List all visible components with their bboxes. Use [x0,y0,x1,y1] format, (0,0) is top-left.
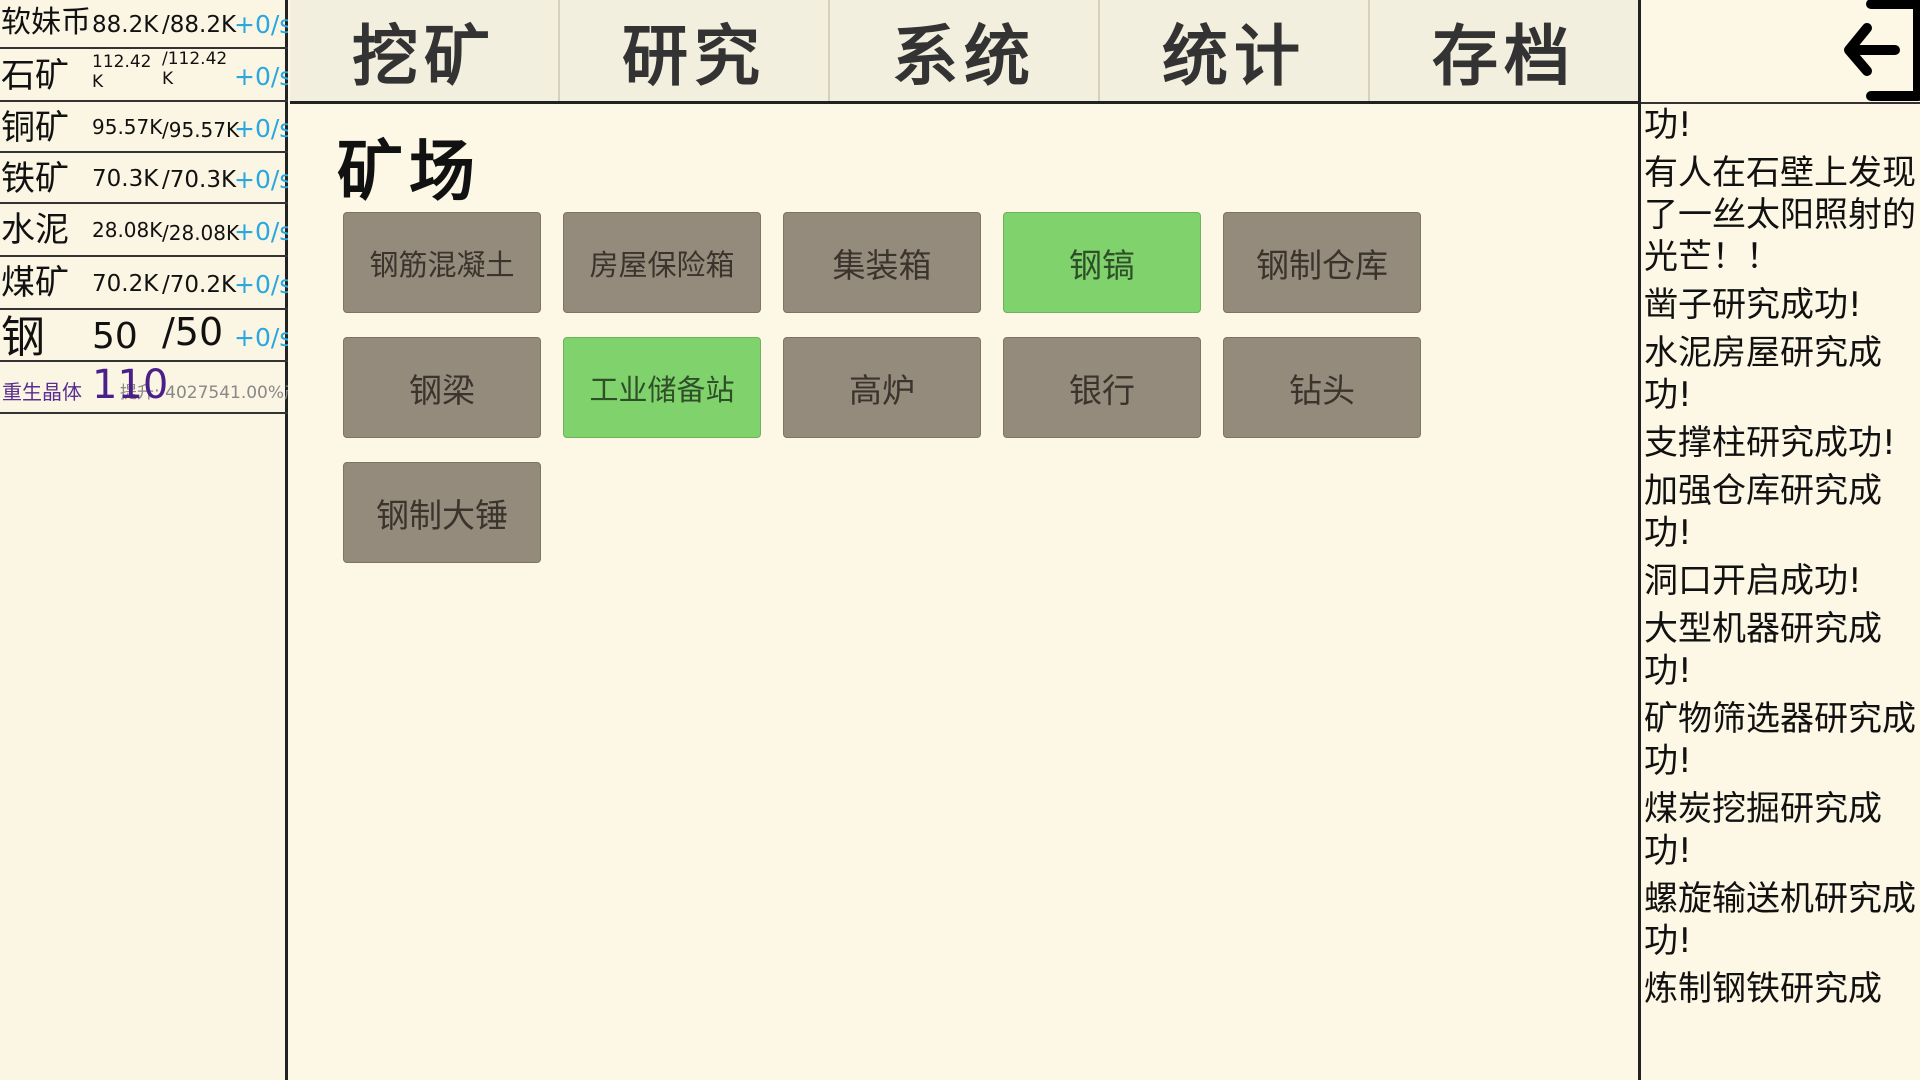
resource-current: 28.08K [92,218,163,242]
building-button[interactable]: 银行 [1003,337,1201,438]
exit-arrow-icon [1844,0,1920,101]
tab-mining[interactable]: 挖矿 [290,0,560,101]
resource-panel: 软妹币 88.2K /88.2K +0/s 石矿 112.42 K /112.4… [0,0,288,1080]
resource-row: 钢 50 /50 +0/s [0,310,288,362]
resource-max: /50 [162,310,224,354]
message-log: 功! 有人在石壁上发现了一丝太阳照射的光芒！！ 凿子研究成功! 水泥房屋研究成功! 支撑… [1644,104,1920,1016]
tab-research[interactable]: 研究 [560,0,830,101]
resource-rate: +0/s [234,114,288,143]
log-entry: 有人在石壁上发现了一丝太阳照射的光芒！！ [1644,153,1916,277]
resource-rate: +0/s [234,165,288,194]
building-button[interactable]: 钢梁 [343,337,541,438]
resource-max: /70.3K [162,167,237,193]
building-button[interactable]: 钢镐 [1003,212,1201,313]
log-entry: 加强仓库研究成功! [1644,471,1882,553]
log-entry: 大型机器研究成功! [1644,609,1882,691]
log-entry: 螺旋输送机研究成功! [1644,879,1916,961]
building-button[interactable]: 房屋保险箱 [563,212,761,313]
log-entry: 矿物筛选器研究成功! [1644,699,1916,781]
resource-max: /88.2K [162,12,237,38]
resource-current: 50 [92,316,138,357]
log-panel: 功! 有人在石壁上发现了一丝太阳照射的光芒！！ 凿子研究成功! 水泥房屋研究成功! 支撑… [1638,0,1920,1080]
resource-row: 水泥 28.08K /28.08K +0/s [0,204,288,257]
building-button[interactable]: 钢筋混凝土 [343,212,541,313]
resource-row: 煤矿 70.2K /70.2K +0/s [0,257,288,310]
resource-row: 铁矿 70.3K /70.3K +0/s [0,153,288,204]
resource-name: 软妹币 [1,5,91,40]
building-button[interactable]: 工业储备站 [563,337,761,438]
resource-current: 70.2K [92,271,159,297]
resource-name: 水泥 [1,210,69,250]
resource-name: 钢 [1,312,45,362]
log-entry: 支撑柱研究成功! [1644,423,1896,463]
rebirth-row: 重生晶体 提升: 4027541.00%产 110 [0,362,288,414]
resource-row: 软妹币 88.2K /88.2K +0/s [0,0,288,49]
building-button[interactable]: 钻头 [1223,337,1421,438]
tab-stats[interactable]: 统计 [1100,0,1370,101]
log-entry: 功! [1644,105,1692,145]
resource-current: 70.3K [92,166,159,192]
tab-system[interactable]: 系统 [830,0,1100,101]
resource-rate: +0/s [234,270,288,299]
tab-save[interactable]: 存档 [1370,0,1638,101]
resource-current: 88.2K [92,12,159,38]
rebirth-value: 110 [92,362,169,408]
resource-max: /112.42 K [162,49,228,89]
resource-current: 112.42 K [92,52,152,92]
log-entry: 洞口开启成功! [1644,561,1862,601]
resource-row: 石矿 112.42 K /112.42 K +0/s [0,49,288,102]
log-entry: 水泥房屋研究成功! [1644,333,1882,415]
building-button[interactable]: 高炉 [783,337,981,438]
resource-rate: +0/s [234,217,288,246]
building-button[interactable]: 钢制仓库 [1223,212,1421,313]
log-entry: 煤炭挖掘研究成功! [1644,789,1882,871]
resource-rate: +0/s [234,62,288,91]
rebirth-label: 重生晶体 [2,380,82,404]
resource-rate: +0/s [234,323,288,352]
resource-max: /28.08K [162,221,240,245]
resource-name: 煤矿 [1,263,69,303]
resource-max: /95.57K [162,118,240,142]
resource-name: 铜矿 [1,108,69,148]
log-entry: 凿子研究成功! [1644,285,1862,325]
resource-current: 95.57K [92,115,163,139]
page-title: 矿场 [337,133,481,210]
exit-button[interactable] [1641,0,1920,104]
resource-name: 石矿 [1,56,69,96]
resource-row: 铜矿 95.57K /95.57K +0/s [0,102,288,153]
building-button[interactable]: 钢制大锤 [343,462,541,563]
resource-name: 铁矿 [1,159,69,199]
building-button[interactable]: 集装箱 [783,212,981,313]
rebirth-bonus: 提升: 4027541.00%产 [120,383,288,403]
tab-bar: 挖矿 研究 系统 统计 存档 [290,0,1638,104]
resource-max: /70.2K [162,272,237,298]
log-entry: 炼制钢铁研究成 [1644,969,1882,1009]
resource-rate: +0/s [234,10,288,39]
